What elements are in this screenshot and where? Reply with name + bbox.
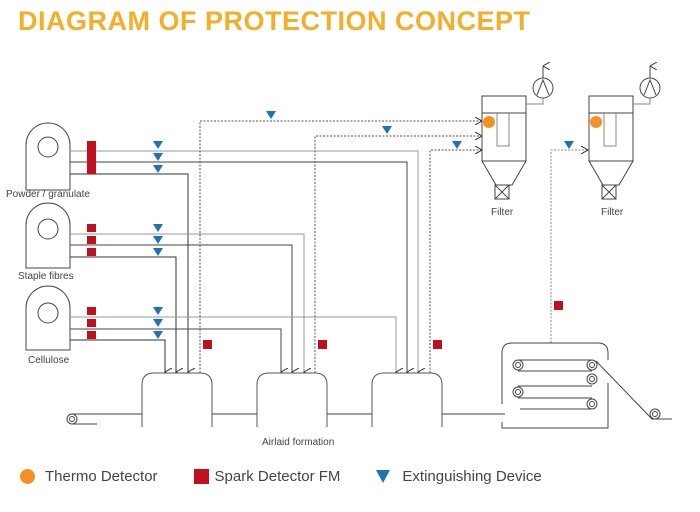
spark-detector bbox=[554, 301, 563, 310]
extinguishing-device bbox=[153, 307, 163, 315]
extinguishing-device bbox=[382, 126, 392, 134]
source-silo-cellulose bbox=[25, 285, 71, 351]
extinguishing-device bbox=[266, 111, 276, 119]
filter-unit-2 bbox=[588, 66, 661, 200]
source-label-staple: Staple fibres bbox=[18, 271, 74, 282]
spark-detector bbox=[87, 224, 96, 232]
spark-detector bbox=[318, 340, 327, 349]
staple-feed-lines bbox=[70, 233, 304, 372]
extinguishing-device-icon bbox=[376, 470, 391, 483]
extinguishing-devices bbox=[153, 111, 574, 339]
spark-detector bbox=[87, 248, 96, 256]
conveyor-line bbox=[66, 413, 505, 425]
thermo-detector-icon bbox=[20, 469, 35, 484]
thermo-detector-filter-2 bbox=[590, 116, 602, 128]
extinguishing-device bbox=[153, 141, 163, 149]
filter-label-1: Filter bbox=[491, 207, 514, 218]
spark-detector bbox=[433, 340, 442, 349]
spark-detector bbox=[87, 141, 96, 174]
legend-label: Thermo Detector bbox=[45, 468, 158, 485]
thermo-detector-filter-1 bbox=[483, 116, 495, 128]
page-title: DIAGRAM OF PROTECTION CONCEPT bbox=[18, 6, 531, 36]
spark-detector bbox=[87, 331, 96, 339]
legend-item-extinguishing: Extinguishing Device bbox=[376, 468, 542, 485]
spark-detector bbox=[87, 236, 96, 244]
source-silo-powder bbox=[25, 122, 71, 191]
legend: Thermo Detector Spark Detector FM Exting… bbox=[20, 468, 578, 485]
airlaid-former-3 bbox=[371, 372, 443, 427]
extinguishing-device bbox=[153, 224, 163, 232]
legend-label: Extinguishing Device bbox=[402, 468, 542, 485]
legend-item-spark: Spark Detector FM bbox=[193, 468, 341, 485]
extinguishing-device bbox=[153, 331, 163, 339]
extinguishing-device bbox=[452, 141, 462, 149]
extinguishing-device bbox=[153, 236, 163, 244]
source-label-cellulose: Cellulose bbox=[28, 355, 70, 366]
spark-detector bbox=[203, 340, 212, 349]
extinguishing-device bbox=[153, 153, 163, 161]
filter-unit-1 bbox=[481, 66, 554, 200]
powder-feed-lines bbox=[70, 150, 418, 372]
dryer-unit bbox=[501, 342, 672, 429]
extinguishing-device bbox=[153, 248, 163, 256]
spark-detector bbox=[87, 307, 96, 315]
spark-detector bbox=[87, 319, 96, 327]
spark-detector-icon bbox=[193, 469, 209, 484]
source-label-powder: Powder / granulate bbox=[6, 189, 90, 200]
suction-lines bbox=[199, 121, 588, 373]
airlaid-former-2 bbox=[256, 372, 328, 427]
legend-item-thermo: Thermo Detector bbox=[20, 468, 158, 485]
legend-label: Spark Detector FM bbox=[214, 468, 341, 485]
airlaid-former-1 bbox=[141, 372, 213, 427]
airlaid-formation-label: Airlaid formation bbox=[262, 437, 334, 448]
cellulose-feed-lines bbox=[70, 316, 396, 372]
extinguishing-device bbox=[153, 319, 163, 327]
source-silo-staple bbox=[25, 202, 71, 269]
extinguishing-device bbox=[564, 141, 574, 149]
spark-detectors bbox=[87, 141, 563, 349]
extinguishing-device bbox=[153, 165, 163, 173]
filter-label-2: Filter bbox=[601, 207, 624, 218]
